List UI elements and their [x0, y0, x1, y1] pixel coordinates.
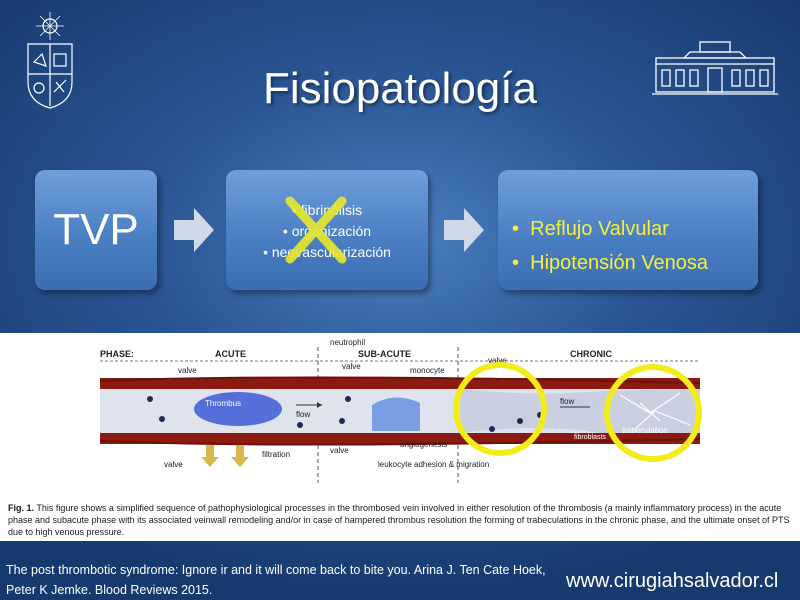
vein-diagram: PHASE: ACUTE SUB-ACUTE CHRONIC Thrombus … — [99, 338, 702, 483]
thrombus-label: Thrombus — [205, 399, 241, 408]
valve-label: valve — [164, 460, 183, 469]
resolution-box: • fibrinólisis • organización • neovascu… — [226, 170, 428, 290]
website-link[interactable]: www.cirugiahsalvador.cl — [566, 570, 779, 592]
flow-label: flow — [296, 410, 310, 419]
filtration-label: filtration — [262, 450, 290, 459]
consequences-box: • Reflujo Valvular • Hipotensión Venosa — [498, 170, 758, 290]
right-arrow-icon — [174, 208, 214, 252]
building-logo — [652, 41, 778, 95]
tvp-label: TVP — [53, 205, 139, 254]
valve-label: valve — [178, 366, 197, 375]
tvp-box: TVP — [35, 170, 157, 290]
university-seal-logo — [27, 12, 73, 109]
highlight-circle — [604, 364, 702, 462]
phase-header-label: PHASE: — [100, 349, 134, 359]
consequence-item: • Hipotensión Venosa — [512, 252, 709, 274]
fibroblasts-label: fibroblasts — [574, 434, 606, 441]
trabeculation-label: trabeculation — [622, 426, 668, 435]
figure-caption: Fig. 1. This figure shows a simplified s… — [8, 503, 790, 537]
valve-label: valve — [330, 446, 349, 455]
cross-mark-icon — [285, 196, 347, 264]
pathophysiology-figure: PHASE: ACUTE SUB-ACUTE CHRONIC Thrombus … — [0, 333, 800, 541]
angiogenesis-label: angiogenesis — [400, 440, 447, 449]
slide-title: Fisiopatología — [263, 64, 537, 113]
flow-label: flow — [560, 397, 574, 406]
right-arrow-icon — [444, 208, 484, 252]
consequences-list: • Reflujo Valvular • Hipotensión Venosa — [512, 212, 708, 280]
phase-acute-label: ACUTE — [215, 349, 246, 359]
valve-label: valve — [342, 362, 361, 371]
highlight-circle — [453, 362, 547, 456]
phase-chronic-label: CHRONIC — [570, 349, 612, 359]
thrombus-shape — [194, 392, 282, 426]
neutrophil-label: neutrophil — [330, 338, 365, 347]
valve-label: valve — [488, 356, 507, 365]
phase-subacute-label: SUB-ACUTE — [358, 349, 411, 359]
monocyte-label: monocyte — [410, 366, 445, 375]
leukocyte-label: leukocyte adhesion & migration — [378, 460, 489, 469]
consequence-item: • Reflujo Valvular — [512, 218, 669, 240]
citation-text: The post thrombotic syndrome: Ignore ir … — [6, 563, 546, 597]
